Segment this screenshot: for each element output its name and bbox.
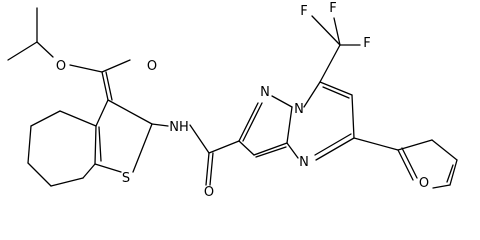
bond-39 (311, 15, 341, 46)
bond-45 (397, 139, 433, 151)
bond-29 (255, 146, 287, 158)
bond-16 (27, 162, 52, 187)
bond-20 (189, 124, 210, 154)
amide-nh-label: NH (169, 120, 189, 135)
bond-5 (101, 71, 109, 101)
fluorine-label-2: F (363, 36, 370, 51)
pyrazole-nitrogen-label: N (260, 85, 270, 100)
ester-oxygen-label: O (56, 59, 66, 74)
sulfur-label: S (122, 171, 130, 186)
bond-7 (107, 99, 153, 125)
bond-24 (238, 102, 259, 142)
bond-10 (94, 125, 97, 165)
bond-49 (432, 184, 451, 189)
bridgehead-nitrogen-label: N (294, 102, 304, 117)
bond-22 (209, 152, 214, 186)
bond-47 (449, 159, 458, 186)
bond-18 (82, 163, 96, 179)
bond-8 (132, 123, 153, 173)
bond-35 (315, 137, 355, 161)
bond-17 (50, 177, 84, 187)
bond-9 (94, 163, 122, 173)
bond-4 (101, 59, 131, 73)
bond-32 (319, 81, 353, 96)
bond-48 (446, 164, 454, 183)
bond-19 (151, 123, 169, 127)
bond-28 (253, 142, 288, 156)
fluorine-label-1: F (300, 4, 307, 19)
bond-6 (105, 71, 113, 101)
fluorine-label-3: F (329, 1, 336, 16)
structure-diagram: O O NH S O N N N O F F F (7, 1, 458, 200)
bond-26 (271, 95, 293, 108)
bond-14 (30, 110, 61, 127)
bond-layer (7, 7, 458, 189)
bond-36 (314, 133, 352, 156)
bond-38 (319, 44, 341, 83)
bond-15 (27, 125, 32, 164)
bond-21 (205, 152, 210, 186)
bond-13 (59, 110, 97, 127)
bond-25 (242, 102, 263, 142)
bond-31 (303, 81, 321, 108)
bond-42 (353, 137, 399, 151)
furan-oxygen-label: O (419, 176, 429, 191)
bond-34 (351, 94, 355, 139)
amide-oxygen-label: O (204, 185, 214, 200)
bond-40 (333, 17, 341, 46)
bond-43 (397, 149, 414, 181)
molecule-canvas: O O NH S O N N N O F F F (7, 1, 458, 200)
pyrimidine-nitrogen-label: N (299, 155, 309, 170)
bond-37 (286, 142, 299, 159)
bond-46 (431, 139, 458, 161)
bond-23 (208, 140, 240, 154)
bond-12 (95, 99, 109, 127)
bond-30 (238, 140, 255, 156)
bond-33 (322, 86, 350, 99)
bond-0 (7, 41, 38, 61)
carbonyl-oxygen-label: O (147, 59, 157, 74)
bond-44 (401, 147, 418, 179)
bond-2 (36, 41, 54, 58)
bond-11 (98, 126, 102, 162)
bond-3 (69, 64, 103, 73)
bond-27 (286, 106, 293, 144)
